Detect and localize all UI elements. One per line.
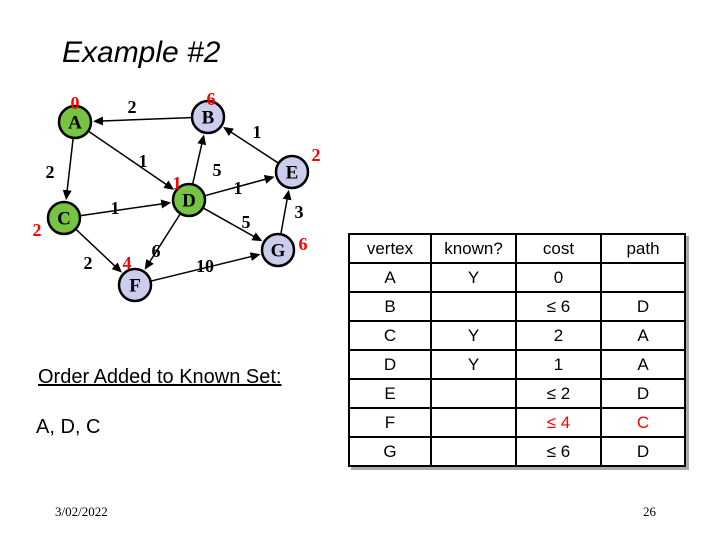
cell-C-known: Y bbox=[430, 320, 517, 351]
cell-F-cost: ≤ 4 bbox=[515, 407, 602, 438]
footer-page-number: 26 bbox=[643, 504, 656, 519]
edge-weight-D-E: 1 bbox=[234, 178, 243, 198]
node-label-C: C bbox=[57, 209, 71, 230]
edge-weight-E-B: 1 bbox=[253, 122, 262, 142]
distance-label-D: 1 bbox=[173, 173, 182, 193]
cell-B-path: D bbox=[600, 291, 686, 322]
cell-D-known: Y bbox=[430, 349, 517, 380]
node-A bbox=[57, 104, 93, 140]
edge-D-G bbox=[203, 207, 263, 242]
edge-weight-G-E: 3 bbox=[295, 202, 304, 222]
edge-D-B bbox=[192, 134, 207, 184]
distance-label-C: 2 bbox=[33, 220, 42, 240]
edge-weight-D-G: 5 bbox=[242, 212, 251, 232]
node-label-G: G bbox=[271, 241, 286, 262]
column-header-known: known? bbox=[430, 233, 517, 264]
edge-A-C bbox=[62, 138, 74, 201]
node-label-E: E bbox=[286, 163, 299, 184]
cell-C-vertex: C bbox=[348, 320, 432, 351]
cell-G-vertex: G bbox=[348, 436, 432, 467]
edge-weight-D-B: 5 bbox=[213, 160, 222, 180]
cell-G-path: D bbox=[600, 436, 686, 467]
cell-E-cost: ≤ 2 bbox=[515, 378, 602, 409]
node-B bbox=[190, 99, 226, 135]
column-header-cost: cost bbox=[515, 233, 602, 264]
cell-D-cost: 1 bbox=[515, 349, 602, 380]
cell-E-path: D bbox=[600, 378, 686, 409]
node-label-D: D bbox=[182, 191, 196, 212]
edge-C-F bbox=[75, 229, 122, 273]
cell-F-path: C bbox=[600, 407, 686, 438]
cell-G-known bbox=[430, 436, 517, 467]
cell-B-known bbox=[430, 291, 517, 322]
edge-weight-A-D: 1 bbox=[139, 151, 148, 171]
cell-E-vertex: E bbox=[348, 378, 432, 409]
cell-A-cost: 0 bbox=[515, 262, 602, 293]
cell-B-cost: ≤ 6 bbox=[515, 291, 602, 322]
node-C bbox=[46, 200, 82, 236]
node-label-F: F bbox=[129, 276, 141, 297]
node-label-B: B bbox=[202, 108, 215, 129]
node-label-A: A bbox=[68, 113, 82, 134]
edge-B-A bbox=[92, 116, 192, 126]
order-added-label: Order Added to Known Set: bbox=[38, 366, 282, 388]
node-G bbox=[260, 232, 296, 268]
edge-weight-C-F: 2 bbox=[84, 253, 93, 273]
cell-D-vertex: D bbox=[348, 349, 432, 380]
cell-F-known bbox=[430, 407, 517, 438]
cell-C-cost: 2 bbox=[515, 320, 602, 351]
edge-C-D bbox=[80, 199, 172, 217]
distance-label-F: 4 bbox=[123, 253, 132, 273]
node-D bbox=[171, 182, 207, 218]
cell-E-known bbox=[430, 378, 517, 409]
cell-C-path: A bbox=[600, 320, 686, 351]
footer-date: 3/02/2022 bbox=[55, 504, 108, 519]
cell-A-known: Y bbox=[430, 262, 517, 293]
page-title: Example #2 bbox=[62, 36, 221, 69]
cell-D-path: A bbox=[600, 349, 686, 380]
node-F bbox=[117, 267, 153, 303]
edge-A-D bbox=[88, 130, 175, 190]
order-added-value: A, D, C bbox=[36, 416, 101, 438]
cell-F-vertex: F bbox=[348, 407, 432, 438]
edge-weight-A-C: 2 bbox=[46, 162, 55, 182]
edge-weight-F-G: 10 bbox=[196, 256, 214, 276]
edge-weight-C-D: 1 bbox=[111, 198, 120, 218]
cell-B-vertex: B bbox=[348, 291, 432, 322]
edge-G-E bbox=[280, 189, 292, 234]
edge-weight-D-F: 6 bbox=[152, 241, 161, 261]
cell-A-vertex: A bbox=[348, 262, 432, 293]
edge-weight-B-A: 2 bbox=[128, 97, 137, 117]
distance-label-A: 0 bbox=[71, 93, 80, 113]
edge-F-G bbox=[151, 252, 261, 282]
distance-label-G: 6 bbox=[299, 234, 308, 254]
edge-D-F bbox=[144, 213, 181, 270]
distance-label-B: 6 bbox=[207, 89, 216, 109]
distance-label-E: 2 bbox=[312, 145, 321, 165]
column-header-vertex: vertex bbox=[348, 233, 432, 264]
edge-D-E bbox=[205, 175, 275, 197]
edge-E-B bbox=[223, 126, 279, 164]
column-header-path: path bbox=[600, 233, 686, 264]
node-E bbox=[274, 154, 310, 190]
cell-A-path bbox=[600, 262, 686, 293]
cell-G-cost: ≤ 6 bbox=[515, 436, 602, 467]
